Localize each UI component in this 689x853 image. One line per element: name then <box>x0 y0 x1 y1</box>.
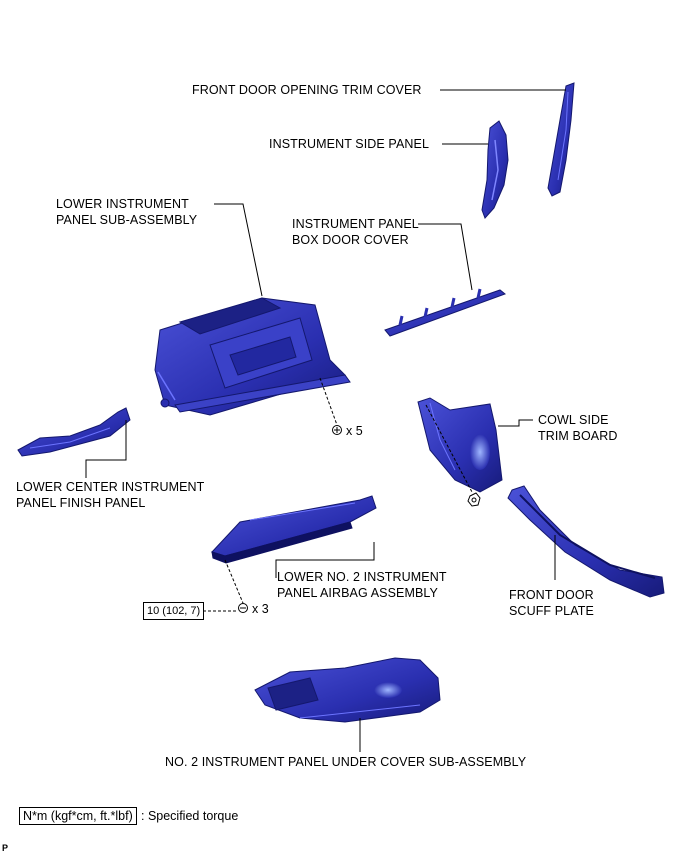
label-cowl-side-trim-board: COWL SIDE TRIM BOARD <box>538 413 618 443</box>
box-door-cover-part <box>384 288 507 337</box>
fastener-guides <box>203 377 473 612</box>
label-box-door-cover: INSTRUMENT PANEL BOX DOOR COVER <box>292 217 419 247</box>
cowl-side-trim-board-part <box>417 397 503 493</box>
front-door-scuff-plate-part <box>507 485 665 598</box>
screw-icon <box>332 425 342 435</box>
label-under-cover: NO. 2 INSTRUMENT PANEL UNDER COVER SUB-A… <box>165 755 527 769</box>
label-lower-center-finish-panel: LOWER CENTER INSTRUMENT PANEL FINISH PAN… <box>16 480 205 510</box>
lower-panel-screw-qty: x 5 <box>346 424 363 438</box>
corner-mark: P <box>2 843 9 853</box>
label-front-door-opening-trim-cover: FRONT DOOR OPENING TRIM COVER <box>192 83 422 97</box>
front-door-opening-trim-cover-part <box>547 82 575 197</box>
legend-description: : Specified torque <box>141 809 239 823</box>
label-instrument-side-panel: INSTRUMENT SIDE PANEL <box>269 137 429 151</box>
lower-instrument-panel-part <box>154 297 351 416</box>
bolt-icon <box>238 603 248 613</box>
cowl-clip <box>467 492 481 507</box>
instrument-side-panel-part <box>481 120 509 219</box>
leader-lines <box>85 89 566 752</box>
legend-unit-box: N*m (kgf*cm, ft.*lbf) <box>19 807 137 825</box>
under-cover-part <box>254 657 441 723</box>
label-front-door-scuff-plate: FRONT DOOR SCUFF PLATE <box>509 588 594 618</box>
lower-center-finish-panel-part <box>17 407 131 457</box>
label-lower-instrument-panel: LOWER INSTRUMENT PANEL SUB-ASSEMBLY <box>56 197 198 227</box>
airbag-bolt-qty: x 3 <box>252 602 269 616</box>
airbag-assembly-part <box>211 495 377 564</box>
label-airbag-assembly: LOWER NO. 2 INSTRUMENT PANEL AIRBAG ASSE… <box>277 570 447 600</box>
torque-spec-box: 10 (102, 7) <box>143 602 205 620</box>
